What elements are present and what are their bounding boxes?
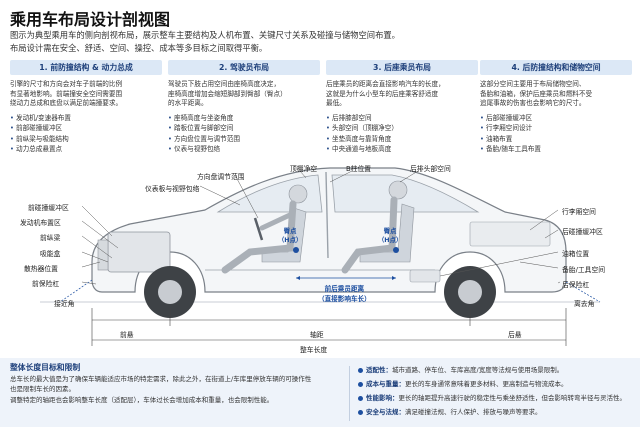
consideration-item: 适配性：城市道路、停车位、车库高度/宽度等法规与使用场景限制。 bbox=[358, 363, 636, 377]
consideration-text: 更长的车身通常意味着更多材料、更高制造与物流成本。 bbox=[405, 380, 568, 388]
label-rear-head: 后排头部空间 bbox=[410, 163, 451, 173]
trunk-block bbox=[470, 222, 550, 246]
bullet-icon bbox=[358, 368, 363, 373]
h-point-rear-marker bbox=[393, 247, 399, 253]
label-b-pillar: B柱位置 bbox=[346, 163, 371, 173]
label-rear-overhang: 后悬 bbox=[508, 329, 522, 339]
radiator-block bbox=[98, 240, 108, 270]
h-point-front-marker bbox=[293, 247, 299, 253]
consideration-key: 成本与重量： bbox=[366, 380, 405, 388]
bullet-icon bbox=[358, 410, 363, 415]
label-dash-view: 仪表板与视野包络 bbox=[145, 183, 199, 193]
label-steering-adjust: 方向盘调节范围 bbox=[197, 171, 245, 181]
label-top-clearance: 顶棚净空 bbox=[290, 163, 317, 173]
consideration-item: 成本与重量：更长的车身通常意味着更多材料、更高制造与物流成本。 bbox=[358, 377, 636, 391]
h-point-front-text: 臀点 （H点） bbox=[278, 228, 302, 244]
rear-distance-line2: （直接影响车长） bbox=[318, 293, 371, 303]
label-h-point-rear: 臀点 （H点） bbox=[378, 226, 402, 244]
rear-distance-line1: 前后乘员距离 bbox=[318, 283, 371, 293]
label-intake: 吸能盒 bbox=[40, 248, 60, 258]
consideration-text: 满足碰撞法规、行人保护、排放与噪声等要求。 bbox=[405, 408, 542, 416]
label-fuel-tank: 油箱位置 bbox=[562, 248, 589, 258]
consideration-item: 性能影响：更长的轴距提升高速行驶的稳定性与乘坐舒适性，但会影响转弯半径与灵活性。 bbox=[358, 391, 636, 405]
bottom-divider bbox=[349, 366, 350, 421]
length-limits-section: 整体长度目标和限制 总车长的最大值是为了确保车辆能适应市场的特定需求，除此之外，… bbox=[10, 363, 340, 405]
bullet-icon bbox=[358, 382, 363, 387]
label-wheelbase: 轴距 bbox=[310, 329, 324, 339]
length-limits-line: 调整特定的轴距也会影响整车长度（适配层），车体过长会增加成本和重量，也会限制性能… bbox=[10, 395, 340, 406]
length-limits-line: 总车长的最大值是为了确保车辆能适应市场的特定需求，除此之外，在街道上/车库里停放… bbox=[10, 374, 340, 385]
label-front-rail: 前纵梁 bbox=[40, 232, 60, 242]
label-departure-angle: 离去角 bbox=[574, 298, 594, 308]
front-wheel-hub bbox=[158, 280, 182, 304]
considerations-list: 适配性：城市道路、停车位、车库高度/宽度等法规与使用场景限制。 成本与重量：更长… bbox=[358, 363, 636, 419]
bullet-icon bbox=[358, 396, 363, 401]
label-rear-distance: 前后乘员距离 （直接影响车长） bbox=[318, 283, 371, 303]
consideration-key: 适配性： bbox=[366, 366, 392, 374]
consideration-text: 更长的轴距提升高速行驶的稳定性与乘坐舒适性，但会影响转弯半径与灵活性。 bbox=[399, 394, 627, 402]
label-approach-angle: 接近角 bbox=[54, 298, 74, 308]
label-front-bumper: 前保险杠 bbox=[32, 278, 59, 288]
label-spare-tire: 备胎/工具空间 bbox=[562, 264, 605, 274]
label-rear-crush: 后碰撞缓冲区 bbox=[562, 226, 603, 236]
driver-head bbox=[289, 185, 307, 203]
consideration-key: 安全与法规： bbox=[366, 408, 405, 416]
label-overall-length: 整车长度 bbox=[300, 344, 327, 354]
length-limits-heading: 整体长度目标和限制 bbox=[10, 363, 340, 374]
rear-wheel-hub bbox=[458, 280, 482, 304]
fuel-tank-block bbox=[410, 270, 440, 282]
label-trunk: 行李厢空间 bbox=[562, 206, 596, 216]
label-radiator: 散热器位置 bbox=[24, 263, 58, 273]
label-rear-bumper: 后保险杠 bbox=[562, 279, 589, 289]
consideration-key: 性能影响： bbox=[366, 394, 399, 402]
label-h-point-front: 臀点 （H点） bbox=[278, 226, 302, 244]
label-engine-bay: 发动机布置区 bbox=[20, 217, 61, 227]
consideration-item: 安全与法规：满足碰撞法规、行人保护、排放与噪声等要求。 bbox=[358, 405, 636, 419]
h-point-rear-text: 臀点 （H点） bbox=[378, 228, 402, 244]
rear-passenger-head bbox=[389, 181, 407, 199]
label-front-overhang: 前悬 bbox=[120, 329, 134, 339]
engine-block bbox=[108, 232, 170, 272]
length-limits-line: 也是限制车长的因素。 bbox=[10, 384, 340, 395]
consideration-text: 城市道路、停车位、车库高度/宽度等法规与使用场景限制。 bbox=[392, 366, 563, 374]
label-front-crush: 前碰撞缓冲区 bbox=[28, 202, 69, 212]
